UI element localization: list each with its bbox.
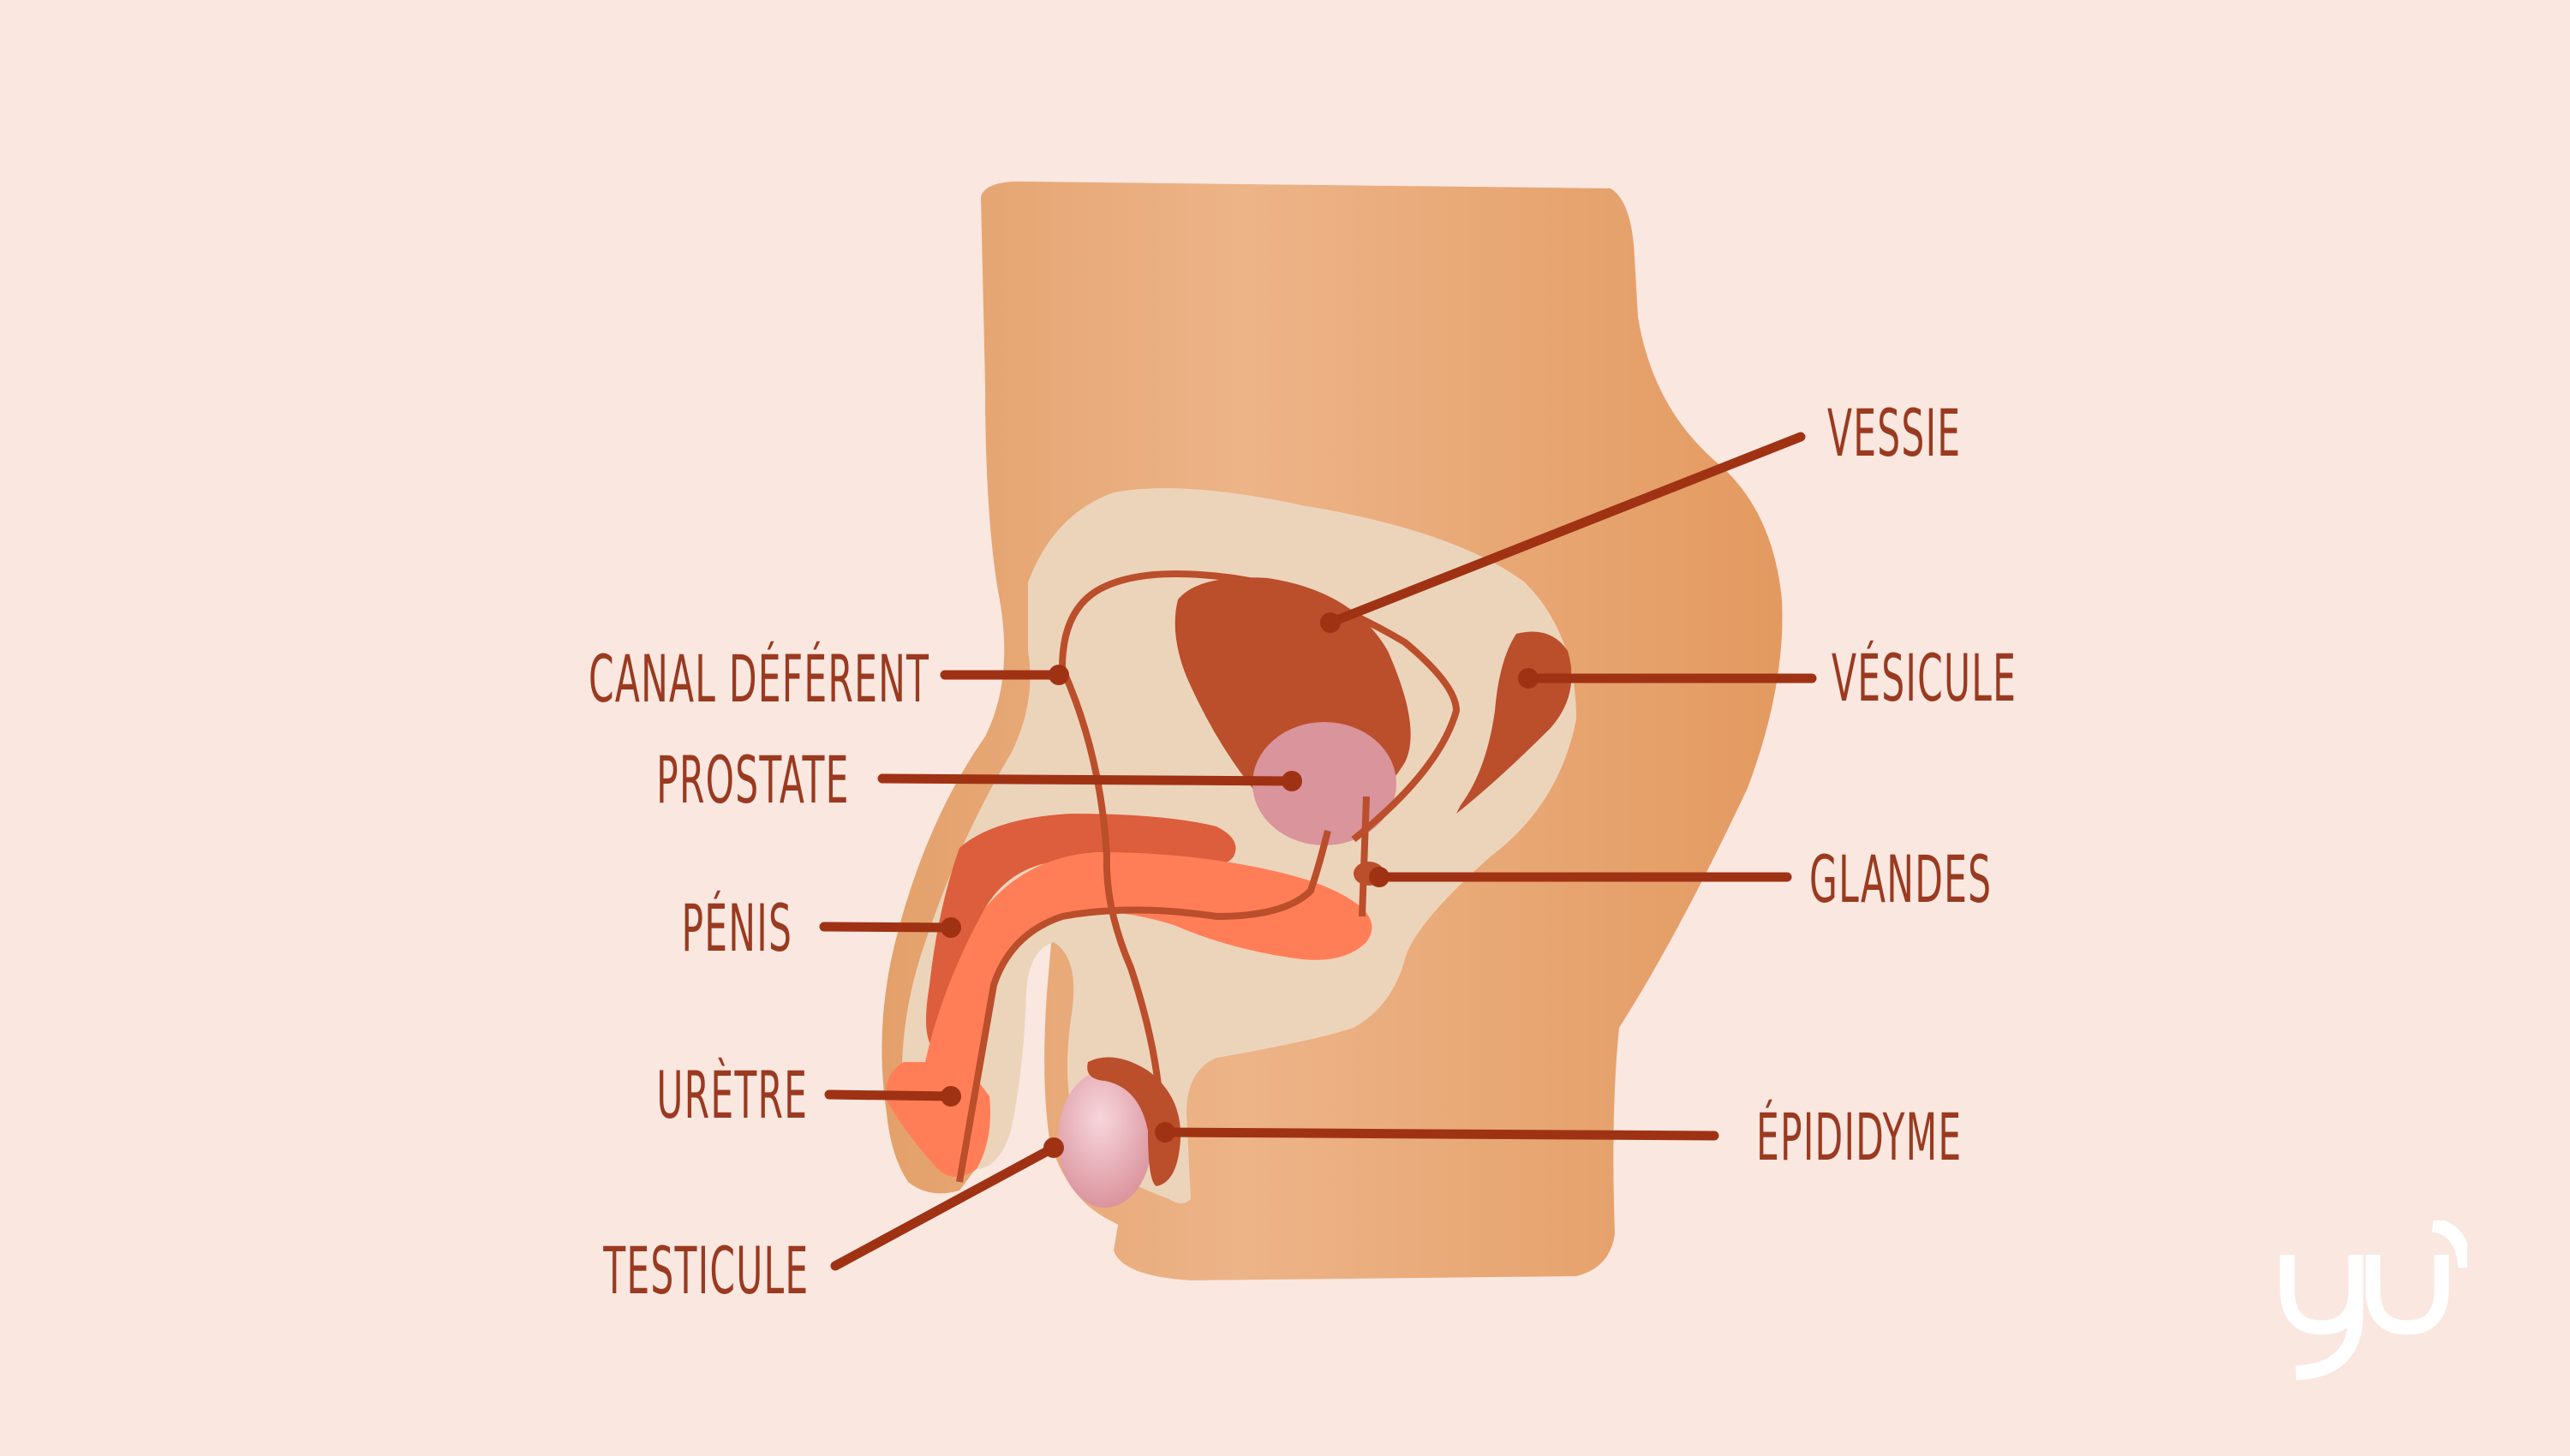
label-prostate: PROSTATE (656, 742, 850, 818)
urethral-bulb (886, 852, 1372, 1177)
label-canal-deferent: CANAL DÉFÉRENT (588, 641, 929, 717)
label-epididyme: ÉPIDIDYME (1756, 1099, 1963, 1175)
label-vessie: VESSIE (1827, 395, 1962, 471)
vas-deferens-duct (956, 570, 1461, 1183)
logo-text: yu (2279, 1220, 2280, 1221)
label-uretre: URÈTRE (656, 1057, 808, 1133)
label-vesicule: VÉSICULE (1832, 640, 2017, 716)
erectile-tissue (926, 814, 1236, 1050)
pelvic-tissue (901, 488, 1576, 1203)
testicle-organ (1058, 1071, 1152, 1208)
epididymis-organ (1087, 1057, 1181, 1186)
label-glandes: GLANDES (1809, 841, 1993, 917)
yu-logo: yu (2279, 1220, 2467, 1381)
label-testicule: TESTICULE (602, 1232, 809, 1309)
leader-lines (819, 432, 1817, 1271)
label-penis: PÉNIS (681, 890, 792, 966)
leader-dots (941, 612, 1539, 1158)
prostate-organ (1252, 722, 1396, 845)
